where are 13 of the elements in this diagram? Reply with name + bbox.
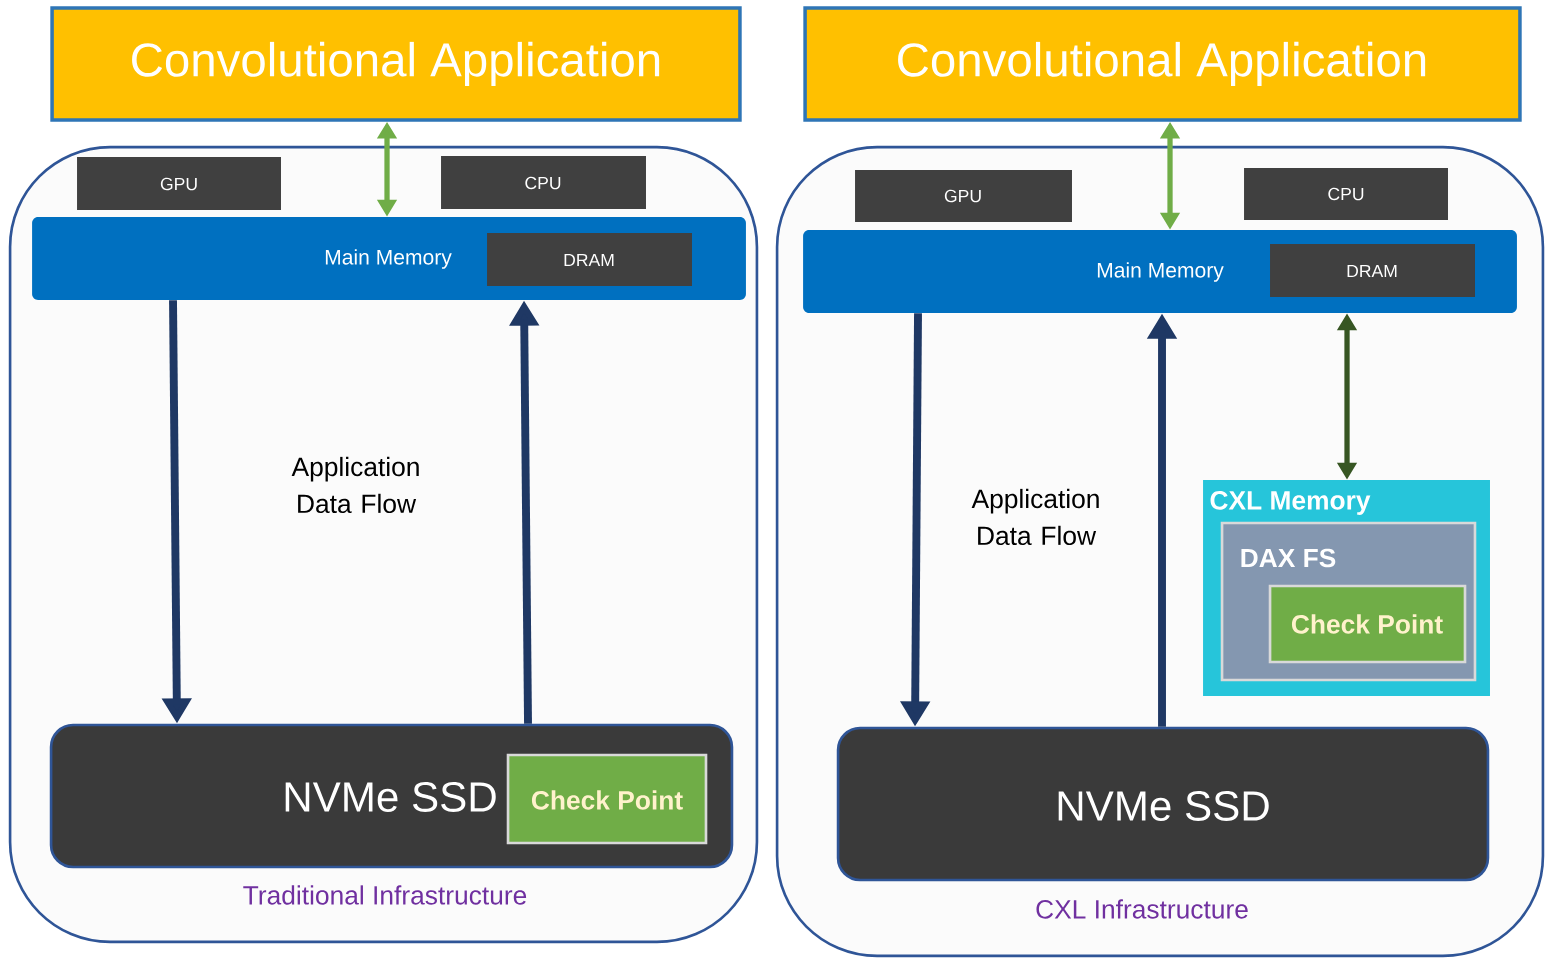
- cpu-box: CPU: [441, 156, 646, 209]
- dram-box: DRAM: [487, 233, 692, 286]
- application-box: Convolutional Application: [50, 6, 742, 122]
- dram-box: DRAM: [1270, 244, 1475, 297]
- checkpoint-box: Check Point: [1268, 584, 1467, 664]
- flow-label: Application Data Flow: [291, 456, 419, 514]
- ssd-box: NVMe SSD: [836, 726, 1490, 882]
- application-box: Convolutional Application: [803, 6, 1522, 122]
- gpu-box: GPU: [77, 157, 281, 210]
- cpu-box: CPU: [1244, 168, 1448, 220]
- gpu-box: GPU: [855, 170, 1072, 222]
- checkpoint-box: Check Point: [506, 753, 708, 845]
- flow-label: Application Data Flow: [971, 488, 1099, 546]
